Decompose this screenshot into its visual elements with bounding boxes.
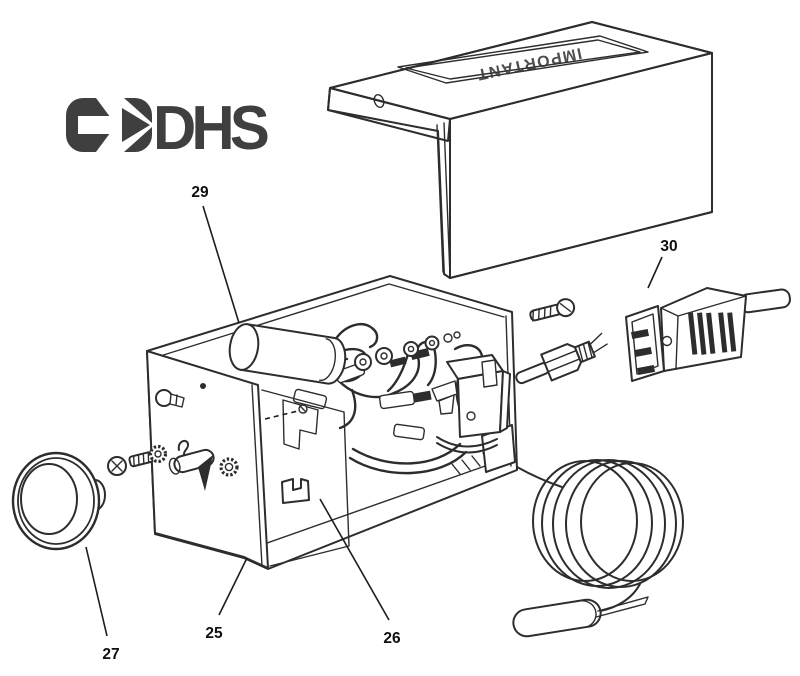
dhs-logo: DHS (66, 94, 273, 163)
part-label-26: 26 (383, 630, 401, 647)
phillips-slot-icon (111, 460, 123, 472)
part-number-labels: 25 26 27 29 30 (102, 184, 677, 663)
pointer-flag (198, 455, 213, 491)
lock-washer-hole (154, 450, 162, 458)
capacitor (228, 323, 347, 385)
leader-line-25 (218, 557, 248, 616)
capillary-tip (595, 596, 649, 618)
cover-front-face (449, 52, 713, 279)
panel-squiggle-mark (177, 439, 190, 457)
front-panel (146, 350, 269, 569)
screw-axis-dashes (264, 410, 299, 420)
capillary-coil (512, 459, 684, 638)
cover-recess-outer (397, 35, 649, 84)
leader-line-26 (319, 498, 390, 621)
leader-line-27 (85, 546, 108, 637)
chassis-base-edge (249, 458, 506, 550)
mains-plug (625, 287, 791, 382)
sleeve-connectors (292, 362, 426, 441)
cover-flange (327, 87, 451, 142)
part-label-25: 25 (205, 625, 223, 642)
plug-screw (661, 335, 673, 347)
lock-washer (148, 444, 168, 464)
cover-recess-inner (405, 39, 641, 80)
thermostat-body (431, 354, 511, 454)
hex-nut (219, 457, 239, 477)
leader-line-29 (202, 205, 240, 324)
part-label-30: 30 (660, 238, 677, 255)
leader-lines (85, 205, 663, 637)
chassis (146, 275, 518, 570)
panel-hole (200, 383, 206, 389)
brand-text: DHS (153, 94, 268, 163)
chassis-base-hatching (451, 452, 491, 475)
chassis-top-rail-inner (153, 283, 505, 359)
plug-vent-grille (688, 312, 737, 355)
part-label-27: 27 (102, 646, 119, 663)
thermostat-arm (436, 436, 498, 454)
terminal-screws (354, 331, 461, 371)
control-knob (11, 451, 106, 551)
logo-arrow-icon (66, 98, 152, 152)
leader-line-30 (647, 256, 663, 289)
plug-pin-slots (630, 328, 656, 376)
cover: IMPORTANT (327, 21, 713, 279)
cover-fold-lines (436, 122, 451, 277)
part-label-29: 29 (191, 184, 209, 201)
fixing-screw (529, 298, 576, 322)
cable-clip (281, 478, 310, 504)
plug-body-edges (660, 295, 747, 369)
cover-screw-hole (373, 94, 385, 108)
cable-gland (515, 332, 608, 385)
knob-screw (107, 451, 154, 476)
inner-partition (261, 389, 350, 567)
sensor-bulb (512, 598, 602, 638)
